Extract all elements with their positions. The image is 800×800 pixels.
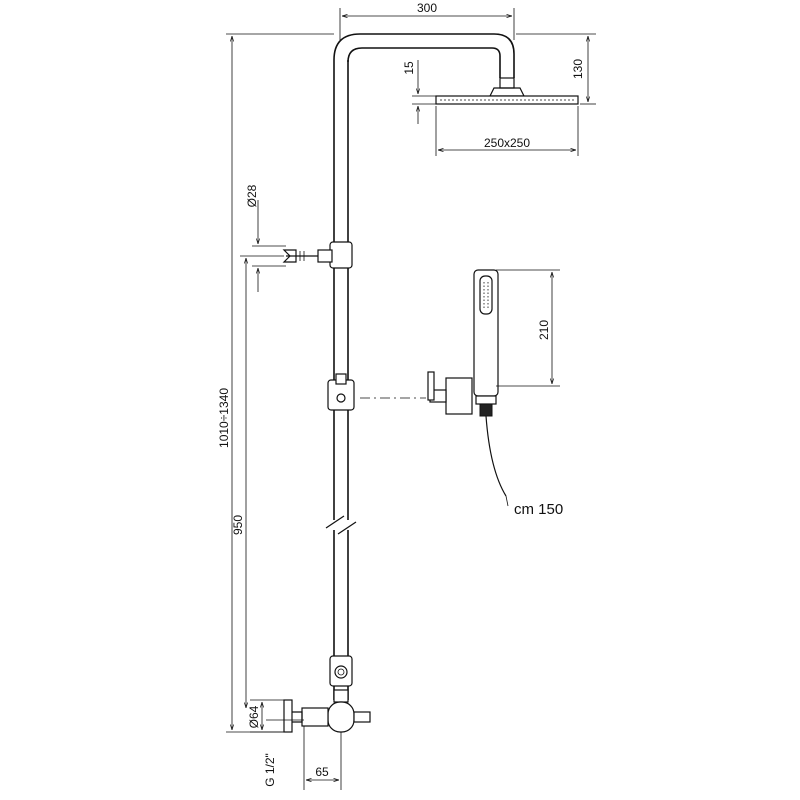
dim-support-height: 950 <box>231 515 245 535</box>
hose <box>485 415 507 497</box>
shower-column <box>282 33 579 733</box>
dim-head-drop: 130 <box>571 59 585 79</box>
dim-handshower-length: 210 <box>537 320 551 340</box>
shower-head <box>435 95 579 105</box>
dim-head-size: 250x250 <box>484 136 530 150</box>
dim-inlet-diameter: Ø64 <box>247 705 261 728</box>
dim-arm-length: 300 <box>417 1 437 15</box>
dim-head-thickness: 15 <box>402 61 416 75</box>
dimension-lines <box>226 8 596 790</box>
hand-shower <box>473 269 499 417</box>
dim-thread: G 1/2" <box>263 753 277 787</box>
dim-pipe-diameter: Ø28 <box>245 184 259 207</box>
dim-inlet-offset: 65 <box>315 765 329 779</box>
dim-hose-length: cm 150 <box>514 501 563 518</box>
dim-total-height: 1010÷1340 <box>217 388 231 448</box>
